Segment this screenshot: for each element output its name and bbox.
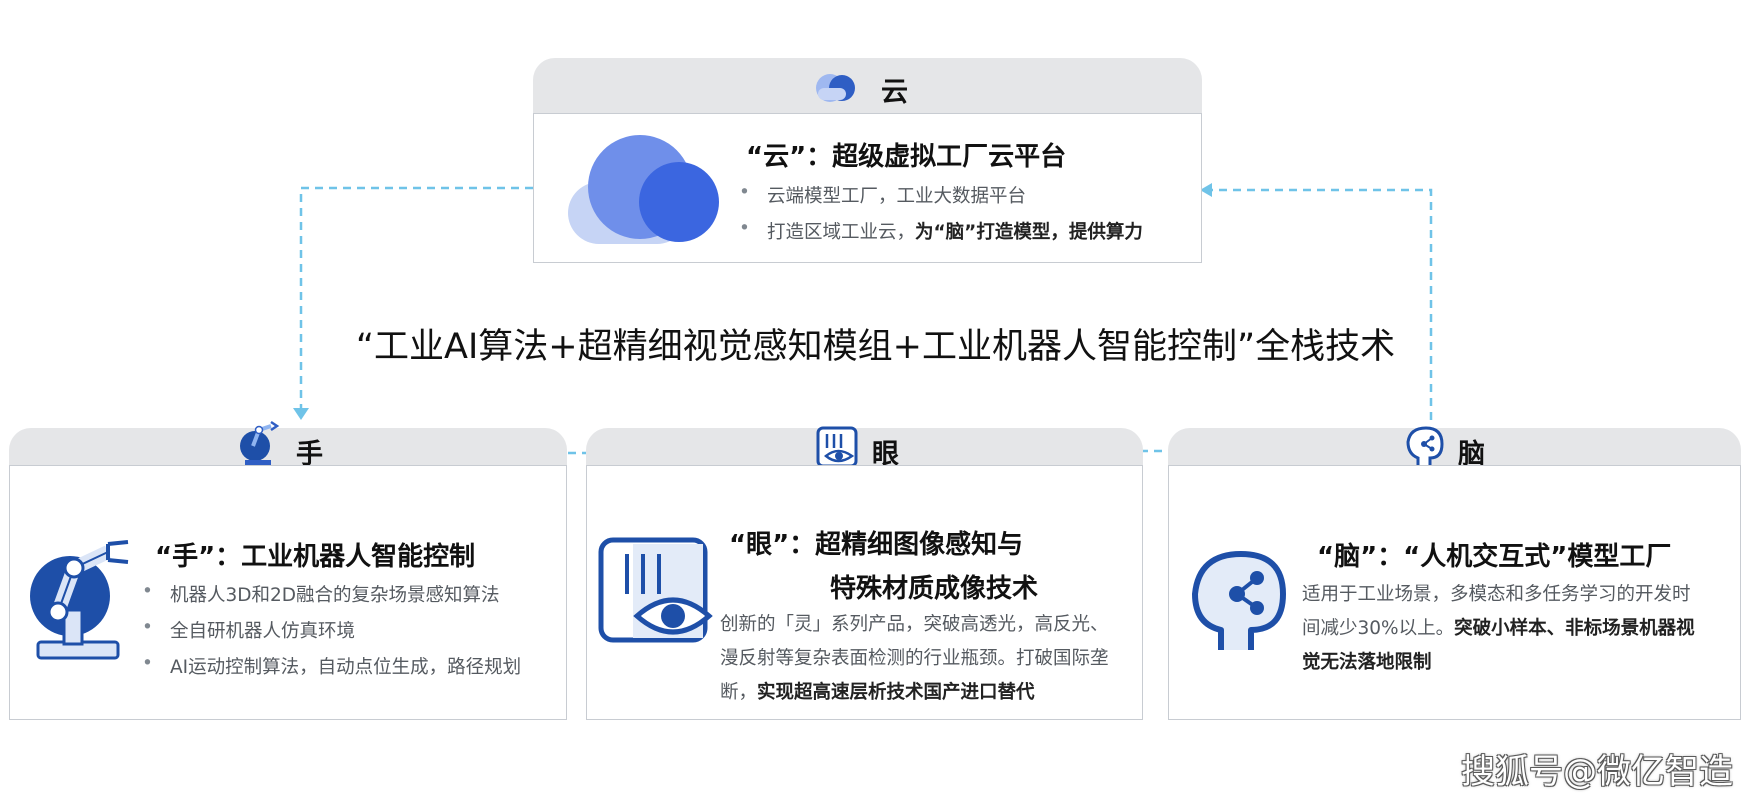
cloud-icon bbox=[816, 74, 855, 102]
hand-card-title: “手”：工业机器人智能控制 bbox=[155, 542, 476, 572]
brain-tab-label: 脑 bbox=[1458, 439, 1485, 470]
cloud-tab-label: 云 bbox=[881, 77, 908, 108]
eye-scanner-icon bbox=[816, 426, 858, 468]
hand-bullet-list: 机器人3D和2D融合的复杂场景感知算法 全自研机器人仿真环境 AI运动控制算法，… bbox=[142, 581, 521, 679]
robot-arm-illustration-icon bbox=[30, 540, 129, 660]
eye-card-paragraph: 创新的「灵」系列产品，突破高透光，高反光、 漫反射等复杂表面检测的行业瓶颈。打破… bbox=[720, 614, 1109, 703]
headline: “工业AI算法+超精细视觉感知模组+工业机器人智能控制”全栈技术 bbox=[355, 327, 1396, 367]
hand-tab-label: 手 bbox=[296, 439, 323, 470]
eye-scanner-illustration-icon bbox=[598, 537, 713, 643]
eye-tab: 眼 bbox=[586, 426, 1143, 470]
brain-head-icon bbox=[1406, 426, 1444, 466]
arrowhead-cloud bbox=[1200, 183, 1212, 197]
hand-card: “手”：工业机器人智能控制 机器人3D和2D融合的复杂场景感知算法 全自研机器人… bbox=[9, 465, 567, 720]
arrowhead-hand bbox=[293, 408, 309, 420]
brain-card-title: “脑”：“人机交互式”模型工厂 bbox=[1317, 542, 1672, 572]
watermark: 搜狐号@微亿智造 bbox=[1461, 752, 1733, 792]
hand-tab: 手 bbox=[9, 420, 567, 470]
cloud-tab: 云 bbox=[533, 58, 1202, 115]
eye-card: “眼”：超精细图像感知与 特殊材质成像技术 创新的「灵」系列产品，突破高透光，高… bbox=[586, 465, 1143, 720]
brain-card-paragraph: 适用于工业场景，多模态和多任务学习的开发时 间减少30%以上。突破小样本、非标场… bbox=[1302, 584, 1695, 673]
cloud-illustration-icon bbox=[568, 135, 719, 244]
brain-tab: 脑 bbox=[1168, 426, 1741, 470]
list-item: 全自研机器人仿真环境 bbox=[142, 617, 521, 643]
brain-head-illustration-icon bbox=[1192, 551, 1286, 650]
brain-card: “脑”：“人机交互式”模型工厂 适用于工业场景，多模态和多任务学习的开发时 间减… bbox=[1168, 465, 1741, 720]
eye-card-title-line1: “眼”：超精细图像感知与 bbox=[729, 530, 1024, 560]
cloud-bullet-list: 云端模型工厂，工业大数据平台 打造区域工业云，为“脑”打造模型，提供算力 bbox=[739, 182, 1143, 244]
eye-card-title-line2: 特殊材质成像技术 bbox=[830, 574, 1039, 604]
cloud-card: “云”：超级虚拟工厂云平台 云端模型工厂，工业大数据平台 打造区域工业云，为“脑… bbox=[533, 113, 1202, 263]
robot-arm-icon bbox=[240, 420, 280, 466]
list-item: 打造区域工业云，为“脑”打造模型，提供算力 bbox=[739, 218, 1143, 244]
list-item: 机器人3D和2D融合的复杂场景感知算法 bbox=[142, 581, 521, 607]
connector-cloud-to-hand bbox=[299, 186, 533, 410]
list-item: AI运动控制算法，自动点位生成，路径规划 bbox=[142, 653, 521, 679]
cloud-card-title: “云”：超级虚拟工厂云平台 bbox=[746, 142, 1067, 172]
connector-brain-to-cloud bbox=[1210, 188, 1433, 420]
list-item: 云端模型工厂，工业大数据平台 bbox=[739, 182, 1143, 208]
eye-tab-label: 眼 bbox=[872, 439, 899, 470]
